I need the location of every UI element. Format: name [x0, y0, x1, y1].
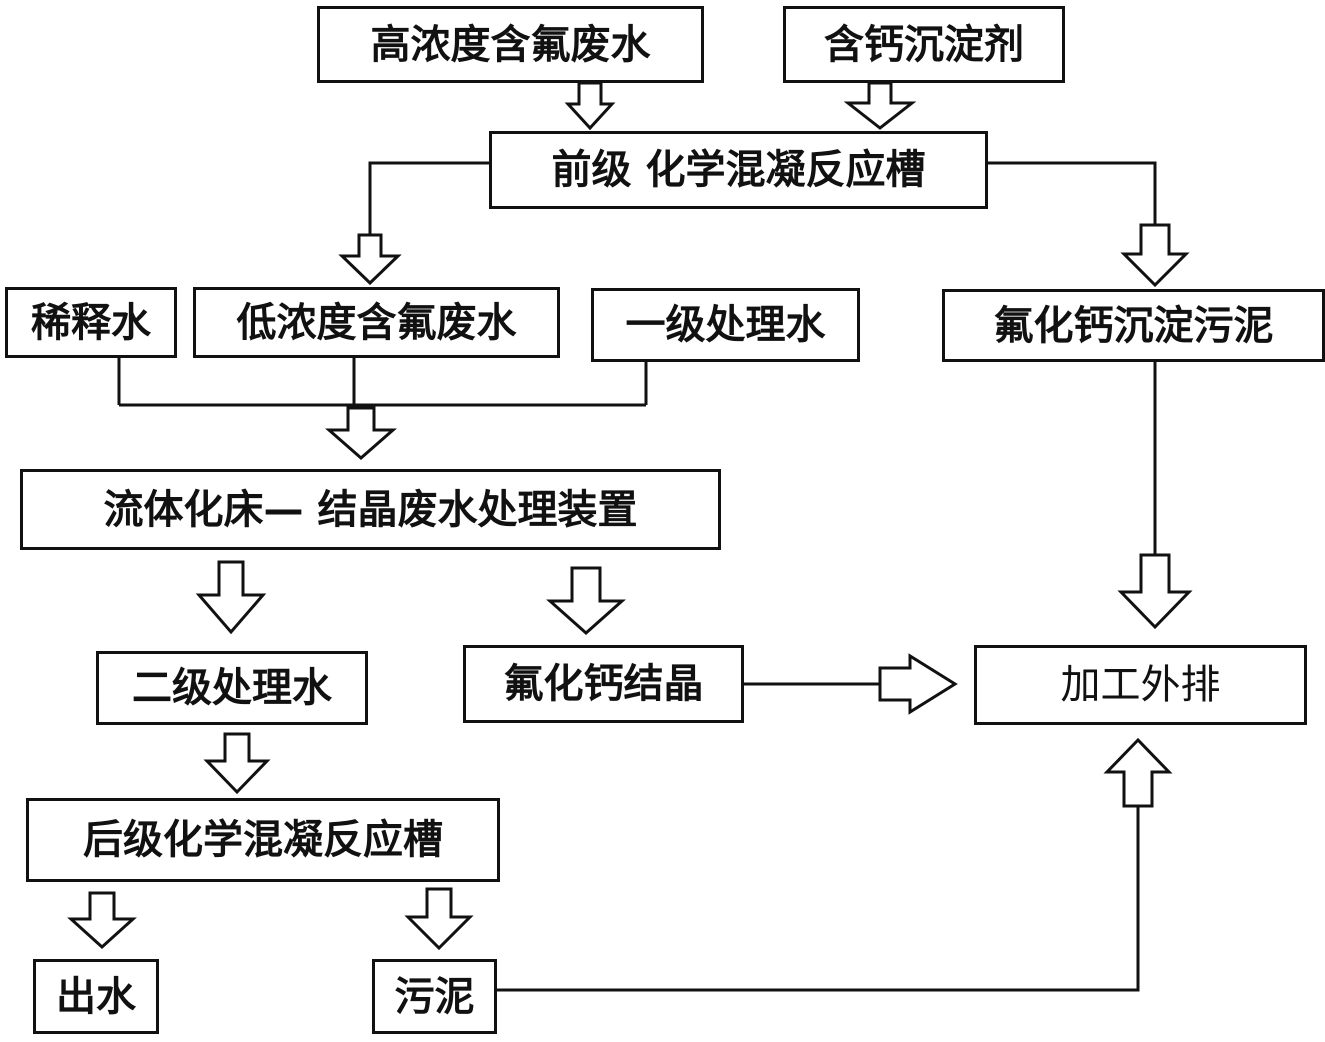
arrow-up-sludge-to-discharge — [1103, 737, 1173, 808]
node-calcium-precipitant: 含钙沉淀剂 — [783, 6, 1065, 83]
connector-sludge-to-discharge — [497, 806, 1140, 992]
arrow-down-to-secondary-water — [195, 560, 267, 635]
arrow-down-to-sludge — [404, 887, 474, 951]
node-secondary-coag-tank: 后级化学混凝反应槽 — [26, 798, 500, 882]
node-caf2-crystal: 氟化钙结晶 — [463, 645, 744, 723]
node-low-conc-wastewater-label: 低浓度含氟废水 — [236, 299, 517, 346]
arrow-down-to-fluidized-bed — [325, 406, 397, 460]
node-caf2-crystal-label: 氟化钙结晶 — [503, 661, 704, 707]
node-primary-treated-water-label: 一级处理水 — [625, 302, 826, 348]
node-secondary-coag-tank-label: 后级化学混凝反应槽 — [83, 817, 443, 863]
node-caf2-sludge-label: 氟化钙沉淀污泥 — [993, 302, 1274, 349]
arrow-down-to-low-conc — [338, 233, 402, 286]
node-primary-coag-tank-label: 前级 化学混凝反应槽 — [551, 147, 926, 193]
arrow-down-to-caf2-crystal — [546, 566, 626, 636]
arrow-down-precipitant — [843, 81, 917, 130]
node-high-conc-wastewater: 高浓度含氟废水 — [317, 6, 704, 83]
node-processing-discharge: 加工外排 — [974, 645, 1307, 725]
node-effluent-label: 出水 — [56, 973, 136, 1020]
node-caf2-sludge: 氟化钙沉淀污泥 — [942, 289, 1325, 362]
node-secondary-treated-water-label: 二级处理水 — [132, 665, 332, 711]
arrow-down-to-secondary-tank — [203, 732, 271, 795]
node-dilution-water: 稀释水 — [5, 287, 177, 358]
arrow-down-high-conc — [564, 81, 616, 131]
arrow-down-caf2-sludge-to-discharge — [1117, 553, 1193, 630]
node-high-conc-wastewater-label: 高浓度含氟废水 — [370, 21, 651, 68]
arrow-down-to-caf2-sludge — [1120, 223, 1190, 288]
connector-primary-tank-to-low-conc — [368, 161, 489, 235]
connector-primary-tank-to-caf2-sludge — [988, 161, 1157, 225]
node-dilution-water-label: 稀释水 — [31, 299, 151, 346]
node-processing-discharge-label: 加工外排 — [1060, 662, 1221, 708]
node-sludge-label: 污泥 — [394, 973, 475, 1020]
node-effluent: 出水 — [33, 959, 159, 1034]
arrow-down-to-effluent — [67, 891, 137, 950]
node-secondary-treated-water: 二级处理水 — [96, 651, 368, 725]
node-primary-coag-tank: 前级 化学混凝反应槽 — [489, 131, 988, 209]
node-fluidized-bed-device-label: 流体化床— 结晶废水处理装置 — [103, 486, 638, 533]
arrow-right-crystal-to-discharge — [878, 653, 958, 715]
node-primary-treated-water: 一级处理水 — [591, 288, 860, 362]
node-low-conc-wastewater: 低浓度含氟废水 — [193, 287, 560, 358]
node-sludge: 污泥 — [372, 959, 497, 1034]
node-fluidized-bed-device: 流体化床— 结晶废水处理装置 — [20, 469, 721, 550]
node-calcium-precipitant-label: 含钙沉淀剂 — [824, 21, 1024, 68]
